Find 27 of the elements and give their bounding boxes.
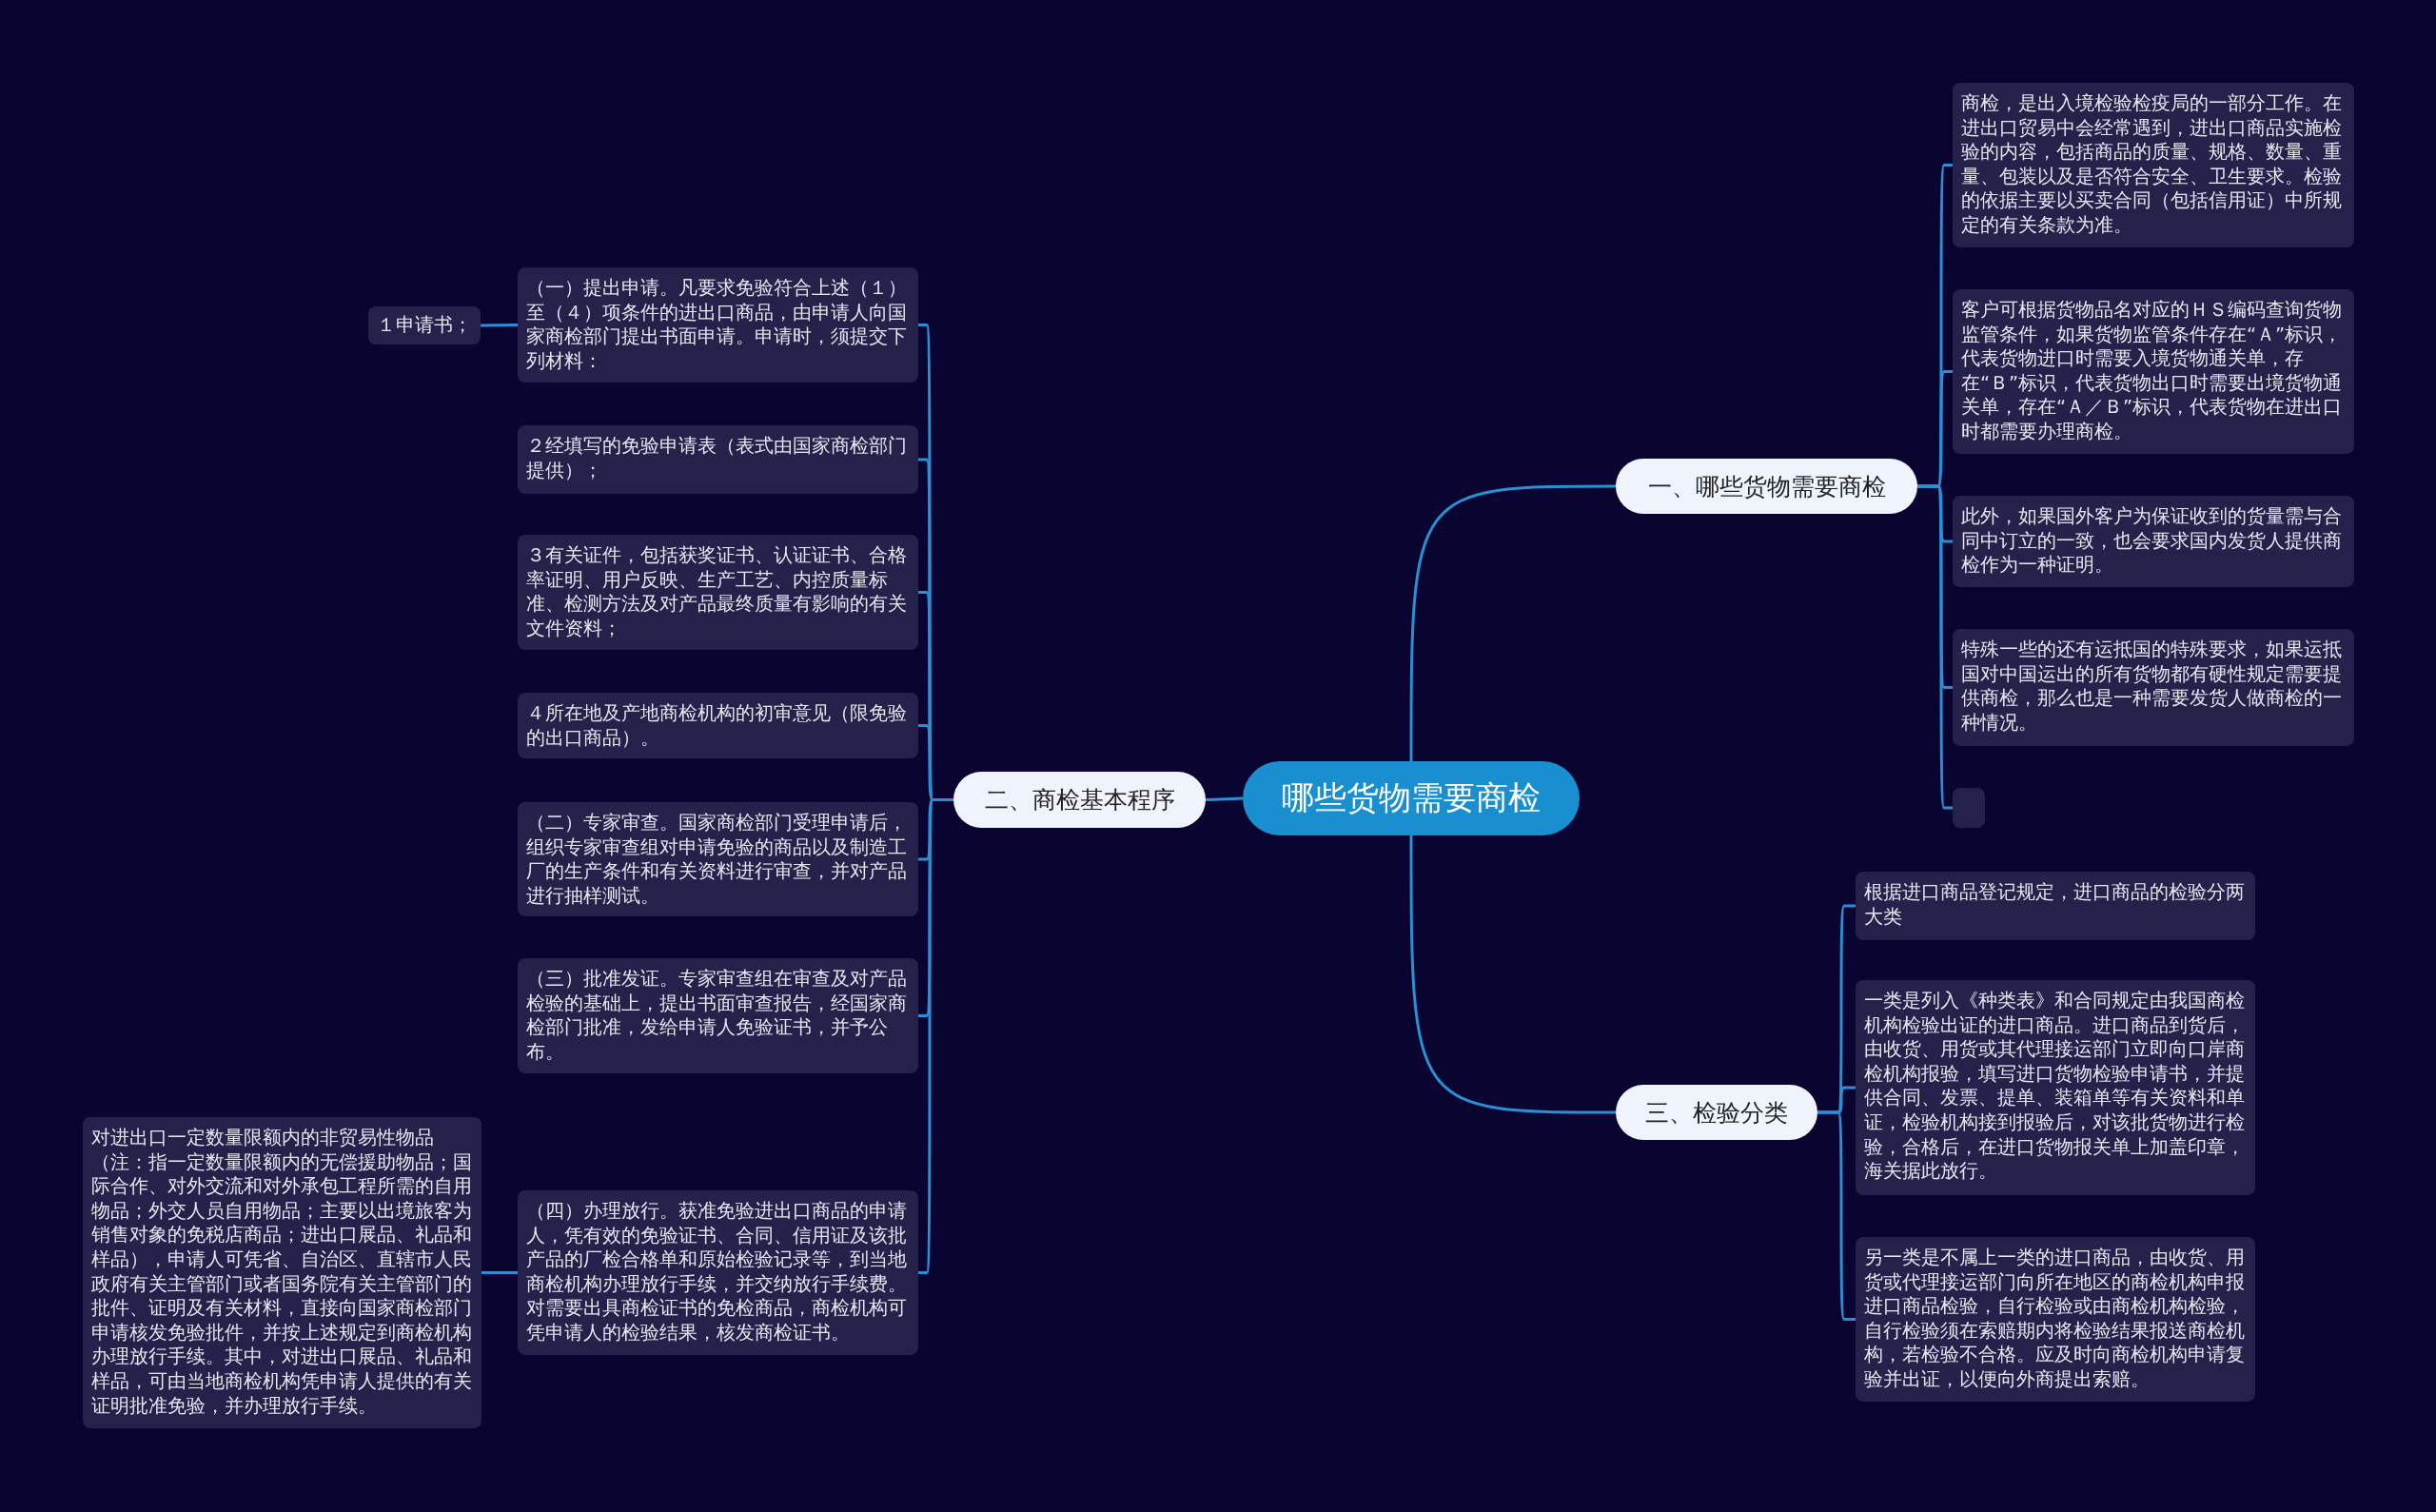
- note-card: （三）批准发证。专家审查组在审查及对产品检验的基础上，提出书面审查报告，经国家商检部门批准，发给申请人免验证书，并予公布。: [518, 958, 918, 1073]
- note-card: 商检，是出入境检验检疫局的一部分工作。在进出口贸易中会经常遇到，进出口商品实施检验的内容，包括商品的质量、规格、数量、重量、包装以及是否符合安全、卫生要求。检验的依据主要以买卖合同（包括信用证）中所规定的有关条款为准。: [1953, 83, 2354, 247]
- central-topic: 哪些货物需要商检: [1243, 761, 1580, 835]
- note-card: 一类是列入《种类表》和合同规定由我国商检机构检验出证的进口商品。进口商品到货后，由收货、用货或其代理接运部门立即向口岸商检机构报验，填写进口货物检验申请书，并提供合同、发票、提单、装箱单等有关资料和单证，检验机构接到报验后，对该批货物进行检验，合格后，在进口货物报关单上加盖印章，海关据此放行。: [1856, 980, 2255, 1195]
- note-card: 此外，如果国外客户为保证收到的货量需与合同中订立的一致，也会要求国内发货人提供商检作为一种证明。: [1953, 496, 2354, 587]
- note-card: ３有关证件，包括获奖证书、认证证书、合格率证明、用户反映、生产工艺、内控质量标准、检测方法及对产品最终质量有影响的有关文件资料；: [518, 535, 918, 650]
- note-card: 客户可根据货物品名对应的ＨＳ编码查询货物监管条件，如果货物监管条件存在“Ａ”标识，代表货物进口时需要入境货物通关单，存在“Ｂ”标识，代表货物出口时需要出境货物通关单，存在“Ａ／Ｂ”标识，代表货物在进出口时都需要办理商检。: [1953, 289, 2354, 454]
- connector-line: [481, 1271, 518, 1274]
- branch-topic: 三、检验分类: [1616, 1085, 1817, 1140]
- empty-box: [1953, 788, 1985, 828]
- note-card: （二）专家审查。国家商检部门受理申请后，组织专家审查组对申请免验的商品以及制造工厂的生产条件和有关资料进行审查，并对产品进行抽样测试。: [518, 802, 918, 916]
- connector-line: [480, 324, 519, 327]
- note-card: ４所在地及产地商检机构的初审意见（限免验的出口商品）。: [518, 693, 918, 758]
- note-card: 特殊一些的还有运抵国的特殊要求，如果运抵国对中国运出的所有货物都有硬性规定需要提供商检，那么也是一种需要发货人做商检的一种情况。: [1953, 629, 2354, 746]
- note-card: １申请书；: [368, 306, 481, 344]
- connector-line: [1205, 796, 1244, 801]
- branch-topic: 二、商检基本程序: [953, 772, 1206, 828]
- note-card: 根据进口商品登记规定，进口商品的检验分两大类: [1856, 872, 2255, 940]
- branch-topic: 一、哪些货物需要商检: [1616, 459, 1917, 514]
- note-card: （四）办理放行。获准免验进出口商品的申请人，凭有效的免验证书、合同、信用证及该批产品的厂检合格单和原始检验记录等，到当地商检机构办理放行手续，并交纳放行手续费。对需要出具商检证书的免检商品，商检机构可凭申请人的检验结果，核发商检证书。: [518, 1190, 918, 1355]
- note-card: （一）提出申请。凡要求免验符合上述（１）至（４）项条件的进出口商品，由申请人向国家商检部门提出书面申请。申请时，须提交下列材料：: [518, 267, 918, 383]
- connector-line: [1409, 484, 1616, 761]
- connector-line: [1409, 835, 1616, 1114]
- connector-line: [1817, 1110, 1856, 1321]
- note-card: 对进出口一定数量限额内的非贸易性物品（注：指一定数量限额内的无偿援助物品；国际合作、对外交流和对外承包工程所需的自用物品；外交人员自用物品；主要以出境旅客为销售对象的免税店商品；进出口展品、礼品和样品），申请人可凭省、自治区、直辖市人民政府有关主管部门或者国务院有关主管部门的批件、证明及有关材料，直接向国家商检部门申请核发免验批件，并按上述规定到商检机构办理放行手续。其中，对进出口展品、礼品和样品，可由当地商检机构凭申请人提供的有关证明批准免验，并办理放行手续。: [83, 1117, 481, 1428]
- note-card: ２经填写的免验申请表（表式由国家商检部门提供）；: [518, 425, 918, 494]
- note-card: 另一类是不属上一类的进口商品，由收货、用货或代理接运部门向所在地区的商检机构申报进口商品检验，自行检验或由商检机构检验，自行检验须在索赔期内将检验结果报送商检机构，若检验不合格。应及时向商检机构申请复验并出证，以便向外商提出索赔。: [1856, 1237, 2255, 1402]
